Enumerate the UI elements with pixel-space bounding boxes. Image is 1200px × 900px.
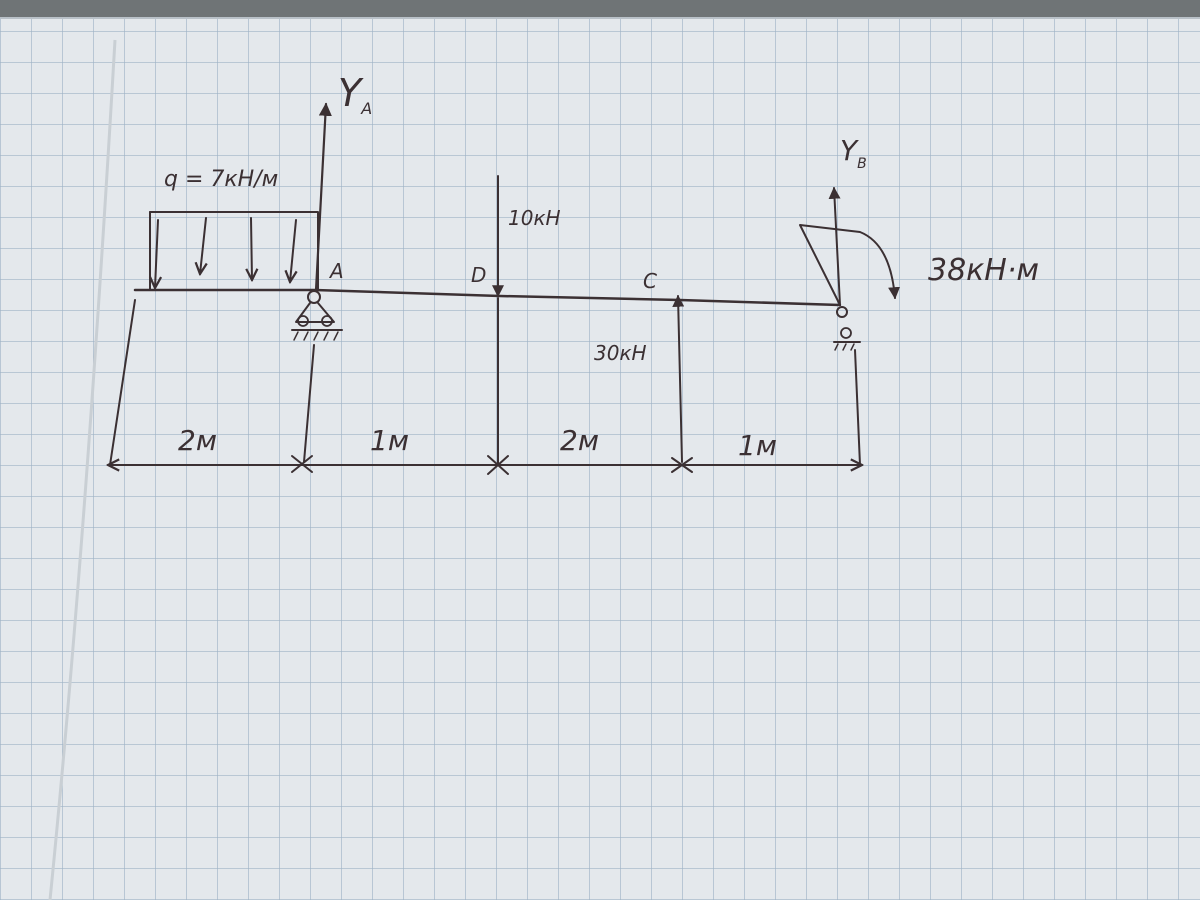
moment-b: 38кН·м [799, 224, 1039, 306]
dimension-label-2: 1м [370, 424, 409, 457]
force-c-label: 30кН [594, 341, 647, 365]
point-d-label: D [471, 263, 486, 287]
dimension-label-3: 2м [560, 424, 599, 457]
moment-b-label: 38кН·м [928, 253, 1039, 288]
force-d: 10кН D [471, 175, 561, 298]
distributed-load: q = 7кН/м [150, 167, 319, 291]
reaction-b: YB [828, 134, 867, 306]
reaction-a-label: YA [338, 71, 372, 118]
distributed-load-label: q = 7кН/м [164, 167, 278, 192]
force-c: 30кН C [594, 269, 685, 463]
reaction-b-label: YB [840, 134, 867, 172]
point-a-label: A [328, 259, 344, 283]
dimension-lines: 2м 1м 2м 1м [108, 297, 862, 475]
support-a: A [291, 259, 344, 341]
force-d-label: 10кН [508, 206, 561, 230]
point-c-label: C [643, 269, 657, 293]
support-b [833, 306, 861, 351]
reaction-a: YA [314, 71, 372, 292]
dimension-label-1: 2м [178, 424, 217, 457]
dimension-label-4: 1м [738, 429, 777, 462]
